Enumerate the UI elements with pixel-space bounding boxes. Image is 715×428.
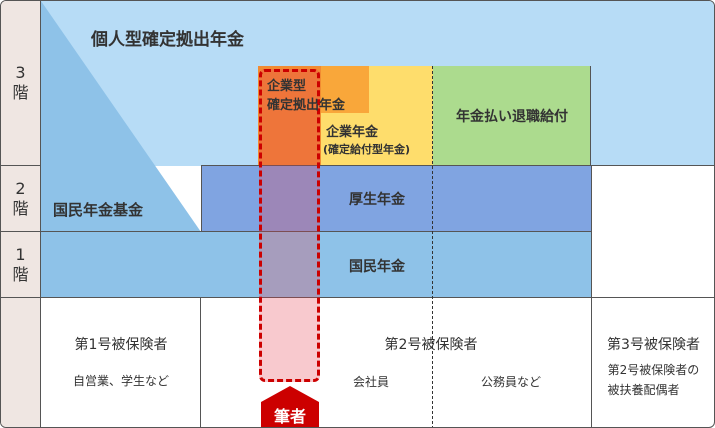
third-insured-desc-2: 被扶養配偶者	[607, 383, 680, 397]
author-badge-shape	[261, 386, 319, 427]
third-insured-desc-1: 第2号被保険者の	[607, 363, 700, 377]
ideco-label: 個人型確定拠出年金	[91, 30, 244, 50]
divider	[591, 298, 592, 427]
author-highlight	[259, 69, 320, 382]
national-pension-label: 国民年金	[349, 259, 405, 275]
floor-number: 1	[15, 244, 26, 264]
first-insured-desc: 自営業、学生など	[72, 374, 169, 388]
national-pension-fund-label: 国民年金基金	[53, 201, 144, 219]
floor-base-label	[1, 298, 41, 427]
floor-number: 2	[15, 178, 26, 198]
floor-unit: 階	[12, 83, 29, 102]
corporate-dc-label-2: 確定拠出年金	[267, 98, 346, 113]
floor-1-label: 1 階	[1, 232, 41, 298]
retirement-benefit-box	[433, 66, 591, 165]
second-insured-title: 第2号被保険者	[384, 337, 478, 353]
floor-number: 3	[15, 63, 26, 82]
author-badge: 筆者	[273, 407, 306, 426]
floor-unit: 階	[12, 264, 29, 284]
employees-pension-label: 厚生年金	[349, 192, 405, 208]
corporate-pension-label: 企業年金	[326, 125, 379, 140]
corporate-pension-sub: (確定給付型年金)	[323, 143, 411, 156]
second-insured-company: 会社員	[352, 375, 389, 389]
floor-2-label: 2 階	[1, 166, 41, 232]
floor-unit: 階	[12, 198, 29, 218]
retirement-benefit-label: 年金払い退職給付	[456, 109, 568, 125]
second-insured-civil: 公務員など	[480, 375, 541, 389]
corporate-dc-box-lower	[258, 66, 321, 165]
national-pension-area	[41, 231, 591, 297]
floor-3-label: 3 階	[1, 1, 41, 166]
employees-pension-area	[201, 165, 591, 231]
divider	[41, 297, 714, 298]
first-insured-title: 第1号被保険者	[74, 337, 168, 353]
national-pension-fund-area	[41, 1, 201, 232]
dashed-divider	[432, 66, 433, 427]
third-insured-blank	[591, 165, 714, 298]
third-insured-title: 第3号被保険者	[607, 337, 700, 353]
corporate-dc-label-1: 企業型	[267, 79, 307, 94]
divider	[200, 298, 201, 427]
